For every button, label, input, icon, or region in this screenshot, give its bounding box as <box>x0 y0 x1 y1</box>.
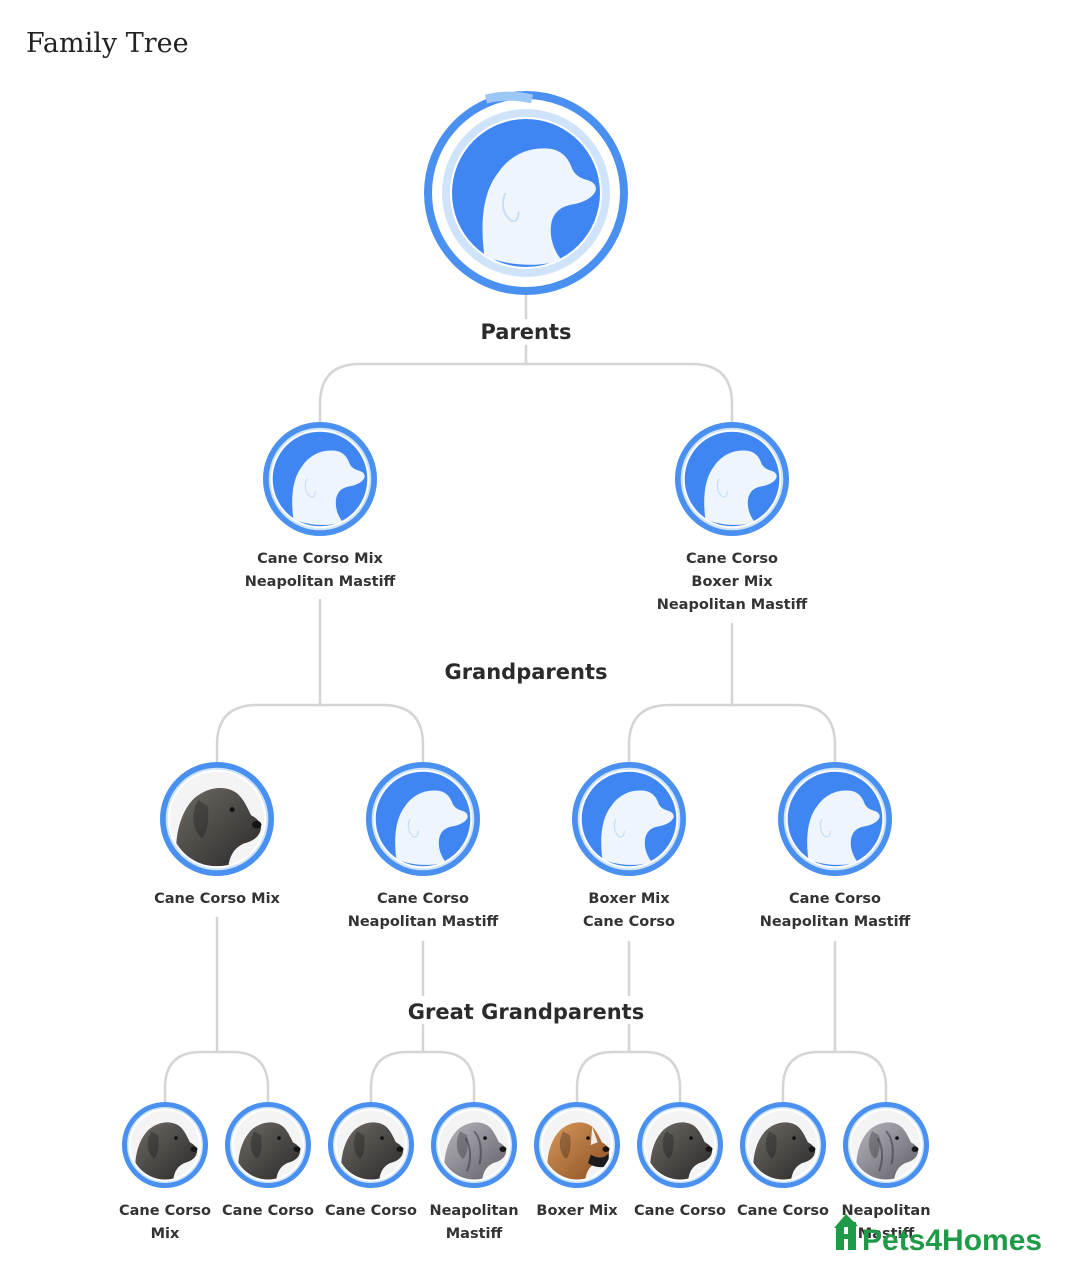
breed-label: Neapolitan Mastiff <box>348 914 499 930</box>
breed-label: Cane Corso Mix <box>257 551 383 567</box>
breed-label: Neapolitan Mastiff <box>657 597 808 613</box>
cane-corso-photo <box>238 1122 301 1180</box>
section-label-parents: Parents <box>480 320 571 344</box>
cane-corso-photo <box>135 1122 198 1180</box>
watermark-text: Pets4Homes <box>862 1224 1042 1257</box>
parents-bracket <box>318 362 734 424</box>
breed-label: Neapolitan <box>429 1203 518 1219</box>
breed-label: Neapolitan Mastiff <box>760 914 911 930</box>
neapolitan-mastiff-photo <box>856 1122 919 1180</box>
dog-silhouette-icon <box>704 450 777 525</box>
breed-label: Boxer Mix <box>588 891 670 907</box>
breed-label: Boxer Mix <box>536 1203 618 1219</box>
breed-label: Cane Corso <box>737 1203 829 1219</box>
great-grandparents-node: Cane Corso <box>222 1102 314 1219</box>
breed-label: Cane Corso <box>377 891 469 907</box>
breed-label: Cane Corso <box>634 1203 726 1219</box>
great-grandparents-node: Boxer Mix <box>534 1102 620 1219</box>
cane-corso-photo <box>753 1122 816 1180</box>
great-grandparents-bracket-1 <box>163 1050 270 1104</box>
breed-label: Cane Corso Mix <box>154 891 280 907</box>
breed-label: Cane Corso <box>583 914 675 930</box>
breed-label: Mastiff <box>446 1226 503 1242</box>
connector-lines <box>163 290 888 1104</box>
great-grandparents-node: Cane Corso <box>325 1102 417 1219</box>
grandparents-bracket-right <box>627 703 837 764</box>
breed-label: Cane Corso <box>789 891 881 907</box>
cane-corso-photo <box>176 787 262 867</box>
dog-silhouette-icon <box>292 450 365 525</box>
cane-corso-photo <box>650 1122 713 1180</box>
great-grandparents-node: Cane Corso <box>634 1102 726 1219</box>
great-grandparents-bracket-3 <box>575 1050 682 1104</box>
grandparents-bracket-left <box>215 703 425 764</box>
breed-label: Cane Corso <box>222 1203 314 1219</box>
pets4homes-logo-icon <box>834 1214 858 1250</box>
dog-silhouette-icon <box>601 790 674 865</box>
grandparents-node: Cane Corso Mix <box>154 761 281 907</box>
breed-label: Boxer Mix <box>691 574 773 590</box>
breed-label: Cane Corso <box>686 551 778 567</box>
section-label-grandparents: Grandparents <box>444 660 607 684</box>
breed-label: Mix <box>151 1226 180 1242</box>
root-node <box>424 91 628 295</box>
great-grandparents-node: Cane Corso <box>737 1102 829 1219</box>
dog-silhouette-icon <box>807 790 880 865</box>
breed-label: Cane Corso <box>325 1203 417 1219</box>
breed-label: Cane Corso <box>119 1203 211 1219</box>
page-title: Family Tree <box>26 28 189 59</box>
neapolitan-mastiff-photo <box>444 1122 507 1180</box>
cane-corso-photo <box>341 1122 404 1180</box>
breed-label: Neapolitan Mastiff <box>245 574 396 590</box>
great-grandparents-bracket-4 <box>781 1050 888 1104</box>
dog-silhouette-icon <box>482 148 596 265</box>
dog-silhouette-icon <box>395 790 468 865</box>
great-grandparents-bracket-2 <box>369 1050 476 1104</box>
section-label-great-grandparents: Great Grandparents <box>408 1000 644 1024</box>
breed-label: Mastiff <box>858 1226 915 1242</box>
pets4homes-watermark: Pets4Homes <box>834 1214 1042 1257</box>
breed-label: Neapolitan <box>841 1203 930 1219</box>
